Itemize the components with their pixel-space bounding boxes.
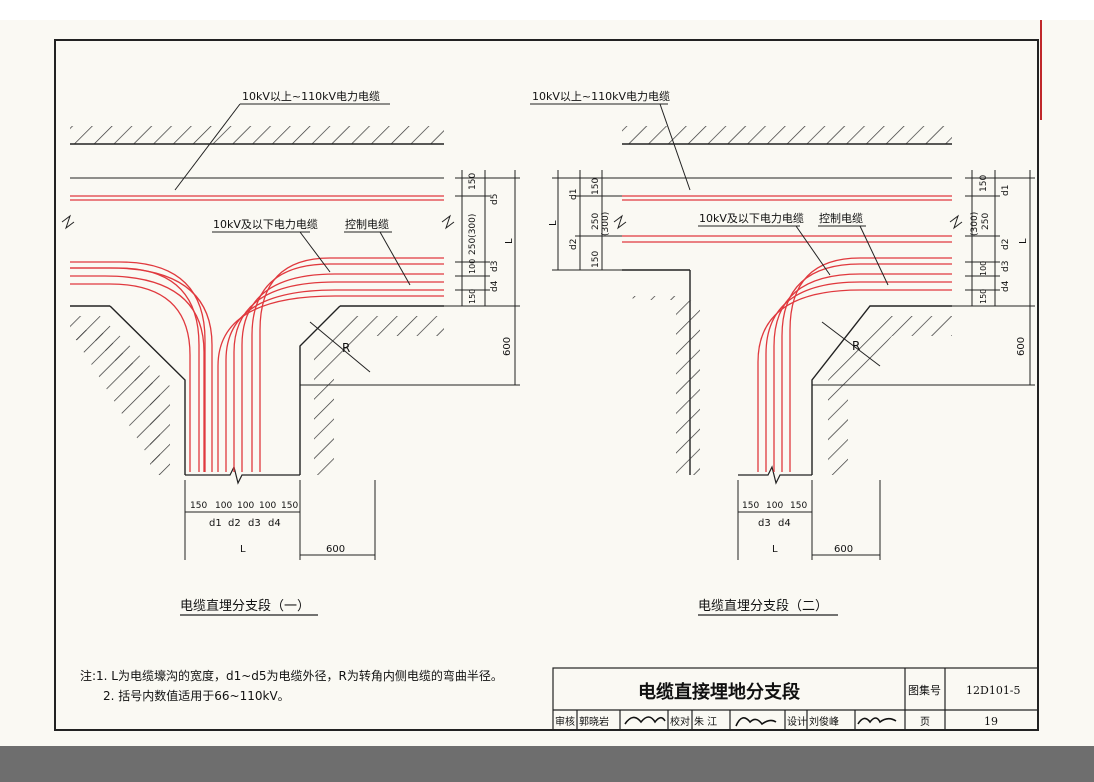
svg-text:150: 150 xyxy=(790,501,807,511)
svg-text:600: 600 xyxy=(326,544,345,555)
left-radius-label: R xyxy=(342,341,350,355)
right-drawing: 10kV以上~110kV电力电缆 10kV及以下电力电缆 控制电缆 R L d1… xyxy=(530,90,1035,616)
svg-text:d3: d3 xyxy=(1001,261,1011,272)
svg-text:150: 150 xyxy=(591,178,601,195)
svg-text:L: L xyxy=(1018,238,1029,244)
svg-text:页: 页 xyxy=(920,716,930,728)
svg-text:250(300): 250(300) xyxy=(468,214,478,255)
svg-text:郭晓岩: 郭晓岩 xyxy=(579,715,609,728)
svg-text:d2: d2 xyxy=(569,239,579,250)
svg-text:150: 150 xyxy=(281,501,298,511)
atlas-number: 12D101-5 xyxy=(966,684,1021,697)
svg-text:150: 150 xyxy=(979,175,989,192)
left-caption: 电缆直埋分支段（一） xyxy=(180,598,310,614)
svg-text:审核: 审核 xyxy=(555,715,575,728)
bottom-margin xyxy=(0,746,1094,782)
sheet-edge-mark xyxy=(1040,20,1042,120)
note-line-2: 2. 括号内数值适用于66~110kV。 xyxy=(103,688,290,703)
right-branch-cables xyxy=(217,257,444,472)
left-lv-cable-label: 10kV及以下电力电缆 xyxy=(213,218,318,231)
top-margin xyxy=(0,0,1094,20)
reviewer-signature xyxy=(624,716,666,725)
right-lv-cable-label: 10kV及以下电力电缆 xyxy=(699,212,804,225)
svg-text:d1: d1 xyxy=(209,518,222,529)
svg-text:(300): (300) xyxy=(970,212,980,236)
svg-text:d2: d2 xyxy=(1001,239,1011,250)
right-caption: 电缆直埋分支段（二） xyxy=(698,598,828,614)
right-branch-cables-2 xyxy=(757,257,952,472)
svg-text:d4: d4 xyxy=(1001,280,1011,292)
svg-text:150: 150 xyxy=(742,501,759,511)
svg-text:L: L xyxy=(548,220,559,226)
svg-text:150: 150 xyxy=(190,501,207,511)
right-hv-cable-label: 10kV以上~110kV电力电缆 xyxy=(532,90,670,103)
sheet-frame xyxy=(54,39,1039,731)
svg-text:校对: 校对 xyxy=(670,715,690,728)
ground-hatch-left xyxy=(70,316,170,475)
svg-text:d3: d3 xyxy=(490,261,500,272)
right-ground-hatch-left xyxy=(622,296,700,475)
svg-text:100: 100 xyxy=(979,261,988,276)
svg-text:d2: d2 xyxy=(228,518,241,529)
svg-text:d4: d4 xyxy=(778,518,791,529)
left-drawing: 10kV以上~110kV电力电缆 10kV及以下电力电缆 控制电缆 R 150 … xyxy=(61,90,520,616)
ground-hatch-top xyxy=(70,126,444,144)
svg-text:L: L xyxy=(504,238,515,244)
left-hv-cable-label: 10kV以上~110kV电力电缆 xyxy=(242,90,380,103)
svg-text:250: 250 xyxy=(981,213,991,230)
title-block xyxy=(552,667,1039,731)
left-control-cable-label: 控制电缆 xyxy=(345,217,389,231)
svg-text:朱 江: 朱 江 xyxy=(694,716,717,728)
svg-text:d3: d3 xyxy=(248,518,261,529)
right-ground-hatch-right xyxy=(828,316,952,475)
svg-text:150: 150 xyxy=(979,289,988,304)
right-radius-label: R xyxy=(852,339,860,353)
designer-signature xyxy=(857,717,897,725)
svg-text:d4: d4 xyxy=(490,280,500,292)
svg-text:d5: d5 xyxy=(490,194,500,205)
checker-signature xyxy=(735,717,777,727)
page-number: 19 xyxy=(984,715,998,728)
left-right-dims xyxy=(300,170,520,386)
svg-text:d4: d4 xyxy=(268,518,281,529)
left-bottom-dims xyxy=(184,480,376,560)
svg-text:250: 250 xyxy=(591,213,601,230)
drawing-title: 电缆直接埋地分支段 xyxy=(638,681,801,703)
svg-text:100: 100 xyxy=(237,501,254,511)
svg-text:600: 600 xyxy=(502,337,513,356)
svg-text:150: 150 xyxy=(591,251,601,268)
svg-text:d1: d1 xyxy=(569,189,579,200)
svg-text:100: 100 xyxy=(468,259,477,274)
svg-text:d1: d1 xyxy=(1001,185,1011,196)
svg-text:150: 150 xyxy=(468,173,478,190)
svg-text:100: 100 xyxy=(766,501,783,511)
note-line-1: 注:1. L为电缆壕沟的宽度，d1~d5为电缆外径，R为转角内侧电缆的弯曲半径。 xyxy=(80,668,503,683)
svg-text:100: 100 xyxy=(215,501,232,511)
svg-text:刘俊峰: 刘俊峰 xyxy=(809,715,839,728)
svg-text:L: L xyxy=(240,544,246,555)
svg-text:150: 150 xyxy=(468,289,477,304)
svg-text:600: 600 xyxy=(1016,337,1027,356)
ground-hatch-right xyxy=(314,316,444,475)
svg-text:设计: 设计 xyxy=(787,715,807,728)
right-control-cable-label: 控制电缆 xyxy=(819,211,863,225)
svg-text:图集号: 图集号 xyxy=(908,683,941,697)
svg-text:100: 100 xyxy=(259,501,276,511)
svg-text:600: 600 xyxy=(834,544,853,555)
svg-text:L: L xyxy=(772,544,778,555)
svg-text:(300): (300) xyxy=(601,212,611,236)
svg-text:d3: d3 xyxy=(758,518,771,529)
